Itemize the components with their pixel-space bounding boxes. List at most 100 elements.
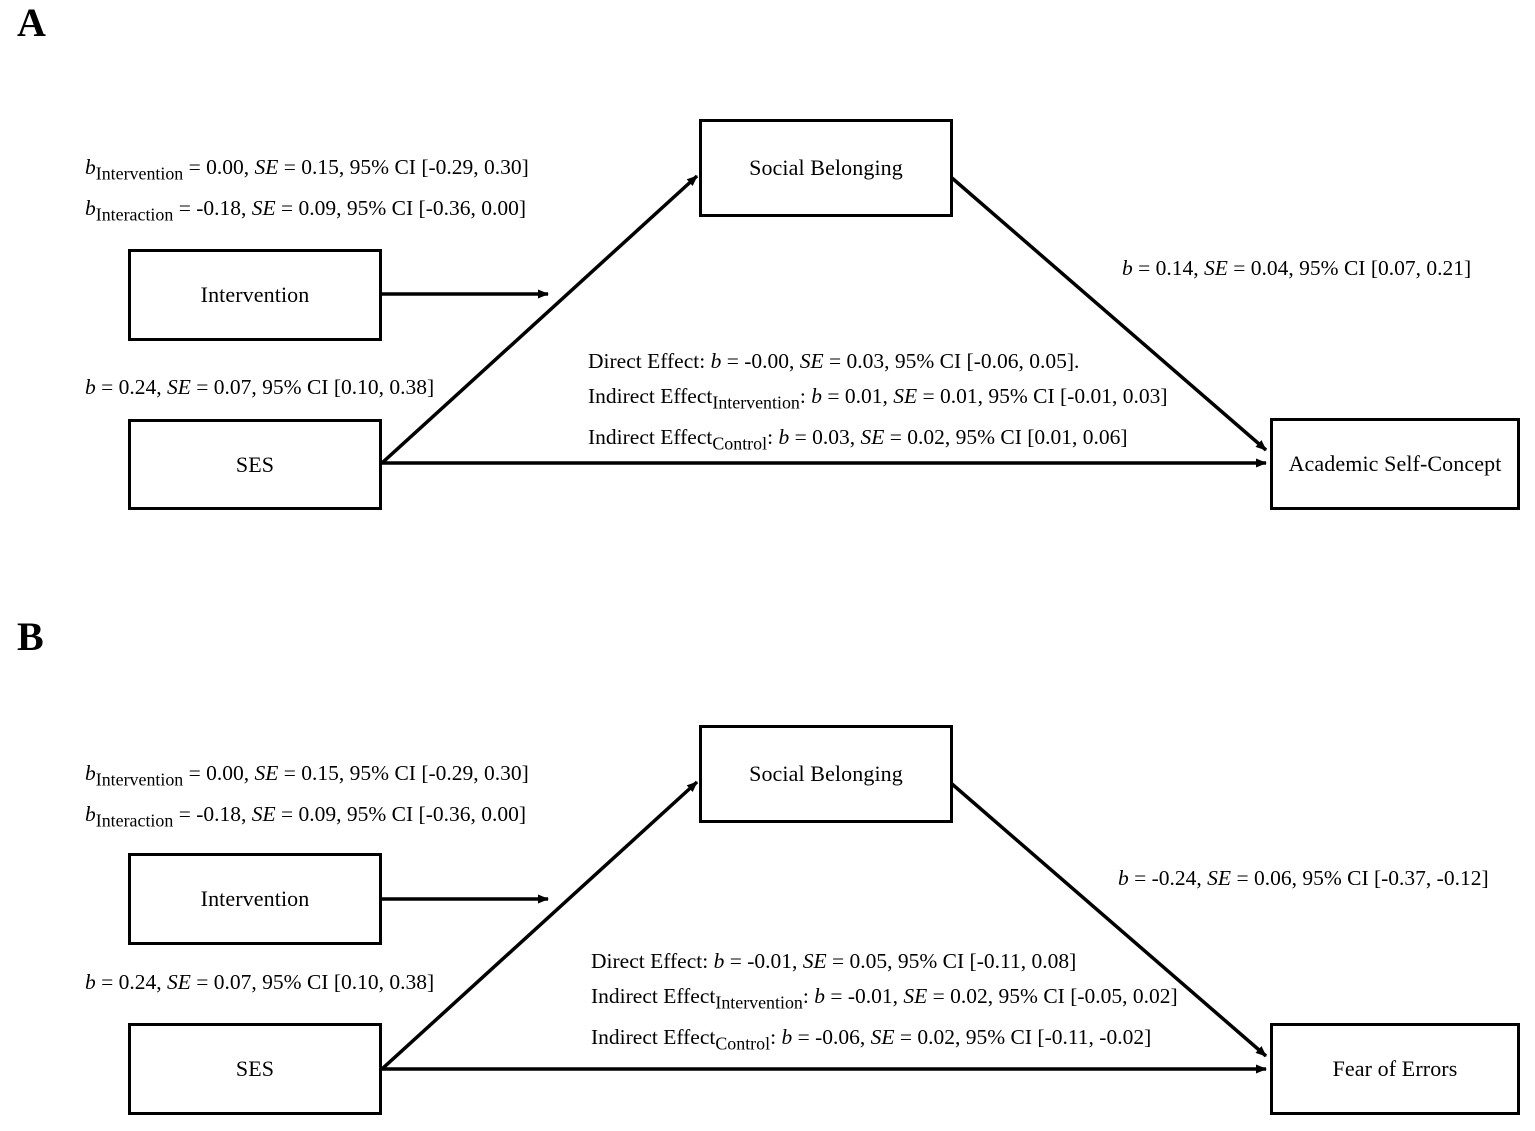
coef-b-symbol: b [713, 949, 725, 973]
coef-line-interaction-a: bInteraction = -0.18, SE = 0.09, 95% CI … [85, 191, 529, 232]
coef-tail: = 0.09, 95% CI [-0.36, 0.00] [275, 196, 527, 221]
node-label-ses-a: SES [235, 451, 275, 477]
effects-block-a: Direct Effect: b = -0.00, SE = 0.03, 95%… [588, 344, 1168, 462]
coef-b-symbol: b [85, 802, 96, 827]
coef-se-symbol: SE [903, 984, 928, 1008]
effect-line-direct-a: Direct Effect: b = -0.00, SE = 0.03, 95%… [588, 344, 1168, 379]
coef-subscript: Interaction [95, 204, 174, 225]
coef-subscript: Intervention [715, 992, 803, 1013]
coef-mediator-to-outcome-b: b = -0.24, SE = 0.06, 95% CI [-0.37, -0.… [1118, 861, 1489, 895]
effect-colon: : [799, 384, 812, 408]
coef-se-symbol: SE [167, 375, 191, 399]
coef-stats: = -0.00, [721, 349, 800, 373]
coef-se-symbol: SE [167, 970, 191, 994]
coef-stats: = 0.01, [821, 384, 894, 408]
node-label-social-belonging-b: Social Belonging [749, 761, 903, 786]
effect-label: Indirect Effect [591, 984, 716, 1008]
coef-mediator-to-outcome-a: b = 0.14, SE = 0.04, 95% CI [0.07, 0.21] [1122, 251, 1471, 285]
coef-stats: = -0.01, [824, 984, 904, 1008]
node-label-social-belonging-a: Social Belonging [749, 155, 903, 180]
coef-tail: = 0.06, 95% CI [-0.37, -0.12] [1231, 866, 1489, 890]
coef-tail: = 0.07, 95% CI [0.10, 0.38] [190, 970, 435, 994]
coef-b-symbol: b [778, 425, 790, 450]
coef-stats: = -0.24, [1128, 866, 1208, 890]
coef-subscript: Intervention [95, 163, 184, 184]
effect-label: Direct Effect: [588, 349, 711, 373]
coef-se-symbol: SE [860, 425, 885, 450]
coef-stats: = -0.18, [173, 802, 252, 827]
coef-stats: = 0.24, [95, 375, 168, 399]
coef-stats: = -0.18, [173, 196, 252, 221]
coef-tail: = 0.04, 95% CI [0.07, 0.21] [1227, 256, 1472, 280]
node-box-social-belonging-b: Social Belonging [699, 725, 953, 823]
effect-colon: : [802, 984, 815, 1008]
effects-block-b: Direct Effect: b = -0.01, SE = 0.05, 95%… [591, 944, 1178, 1062]
coef-stats: = 0.00, [183, 155, 255, 179]
effect-line-indirect-intervention-a: Indirect EffectIntervention: b = 0.01, S… [588, 379, 1168, 420]
effect-line-indirect-control-b: Indirect EffectControl: b = -0.06, SE = … [591, 1020, 1178, 1061]
panel-letter-a: A [17, 0, 46, 45]
coef-subscript: Control [712, 433, 768, 454]
node-label-outcome-b: Fear of Errors [1332, 1056, 1458, 1081]
coef-subscript: Control [715, 1033, 771, 1054]
coef-ses-to-mediator-b: b = 0.24, SE = 0.07, 95% CI [0.10, 0.38] [85, 965, 434, 999]
coef-line-intervention-b: bIntervention = 0.00, SE = 0.15, 95% CI … [85, 756, 529, 797]
node-box-outcome-a: Academic Self-Concept [1270, 418, 1520, 510]
node-box-intervention-a: Intervention [128, 249, 382, 341]
coef-b-symbol: b [781, 1025, 793, 1050]
effect-label: Indirect Effect [591, 1025, 716, 1050]
coef-se-symbol: SE [802, 949, 827, 973]
coef-subscript: Intervention [712, 392, 800, 413]
coef-a-path-moderation-a: bIntervention = 0.00, SE = 0.15, 95% CI … [85, 150, 529, 233]
effect-label: Indirect Effect [588, 425, 713, 450]
coef-tail: = 0.01, 95% CI [-0.01, 0.03] [917, 384, 1168, 408]
coef-line-interaction-b: bInteraction = -0.18, SE = 0.09, 95% CI … [85, 797, 529, 838]
coef-b-symbol: b [85, 196, 96, 221]
coef-b-symbol: b [85, 761, 96, 785]
coef-tail: = 0.05, 95% CI [-0.11, 0.08] [826, 949, 1077, 973]
effect-line-indirect-intervention-b: Indirect EffectIntervention: b = -0.01, … [591, 979, 1178, 1020]
effect-colon: : [770, 1025, 782, 1050]
coef-se-symbol: SE [251, 196, 276, 221]
coef-se-symbol: SE [870, 1025, 895, 1050]
coef-b-symbol: b [85, 155, 96, 179]
coef-b-symbol: b [1122, 256, 1133, 280]
coef-se-symbol: SE [893, 384, 918, 408]
effect-label: Indirect Effect [588, 384, 713, 408]
coef-stats: = 0.00, [183, 761, 255, 785]
coef-stats: = 0.24, [95, 970, 168, 994]
coef-se-symbol: SE [1204, 256, 1228, 280]
coef-tail: = 0.09, 95% CI [-0.36, 0.00] [275, 802, 527, 827]
coef-tail: = 0.15, 95% CI [-0.29, 0.30] [278, 761, 529, 785]
node-box-ses-b: SES [128, 1023, 382, 1115]
panel-letter-b: B [17, 614, 44, 659]
coef-ses-to-mediator-a: b = 0.24, SE = 0.07, 95% CI [0.10, 0.38] [85, 370, 434, 404]
coef-b-symbol: b [811, 384, 822, 408]
coef-subscript: Interaction [95, 810, 174, 831]
node-label-outcome-a: Academic Self-Concept [1288, 451, 1502, 476]
coef-tail: = 0.07, 95% CI [0.10, 0.38] [190, 375, 435, 399]
coef-tail: = 0.02, 95% CI [-0.11, -0.02] [894, 1025, 1152, 1050]
coef-stats: = 0.14, [1132, 256, 1205, 280]
coef-se-symbol: SE [799, 349, 824, 373]
node-box-social-belonging-a: Social Belonging [699, 119, 953, 217]
coef-a-path-moderation-b: bIntervention = 0.00, SE = 0.15, 95% CI … [85, 756, 529, 839]
coef-b-symbol: b [1118, 866, 1129, 890]
effect-line-indirect-control-a: Indirect EffectControl: b = 0.03, SE = 0… [588, 420, 1168, 461]
coef-subscript: Intervention [95, 769, 184, 790]
effect-label: Direct Effect: [591, 949, 714, 973]
coef-tail: = 0.15, 95% CI [-0.29, 0.30] [278, 155, 529, 179]
effect-line-direct-b: Direct Effect: b = -0.01, SE = 0.05, 95%… [591, 944, 1178, 979]
node-label-intervention-b: Intervention [200, 886, 310, 911]
coef-se-symbol: SE [251, 802, 276, 827]
coef-se-symbol: SE [254, 761, 279, 785]
effect-colon: : [767, 425, 779, 450]
coef-stats: = -0.06, [792, 1025, 871, 1050]
coef-b-symbol: b [85, 970, 96, 994]
coef-se-symbol: SE [1207, 866, 1232, 890]
coef-tail: = 0.02, 95% CI [-0.05, 0.02] [927, 984, 1178, 1008]
coef-stats: = 0.03, [789, 425, 861, 450]
node-box-outcome-b: Fear of Errors [1270, 1023, 1520, 1115]
coef-b-symbol: b [710, 349, 722, 373]
